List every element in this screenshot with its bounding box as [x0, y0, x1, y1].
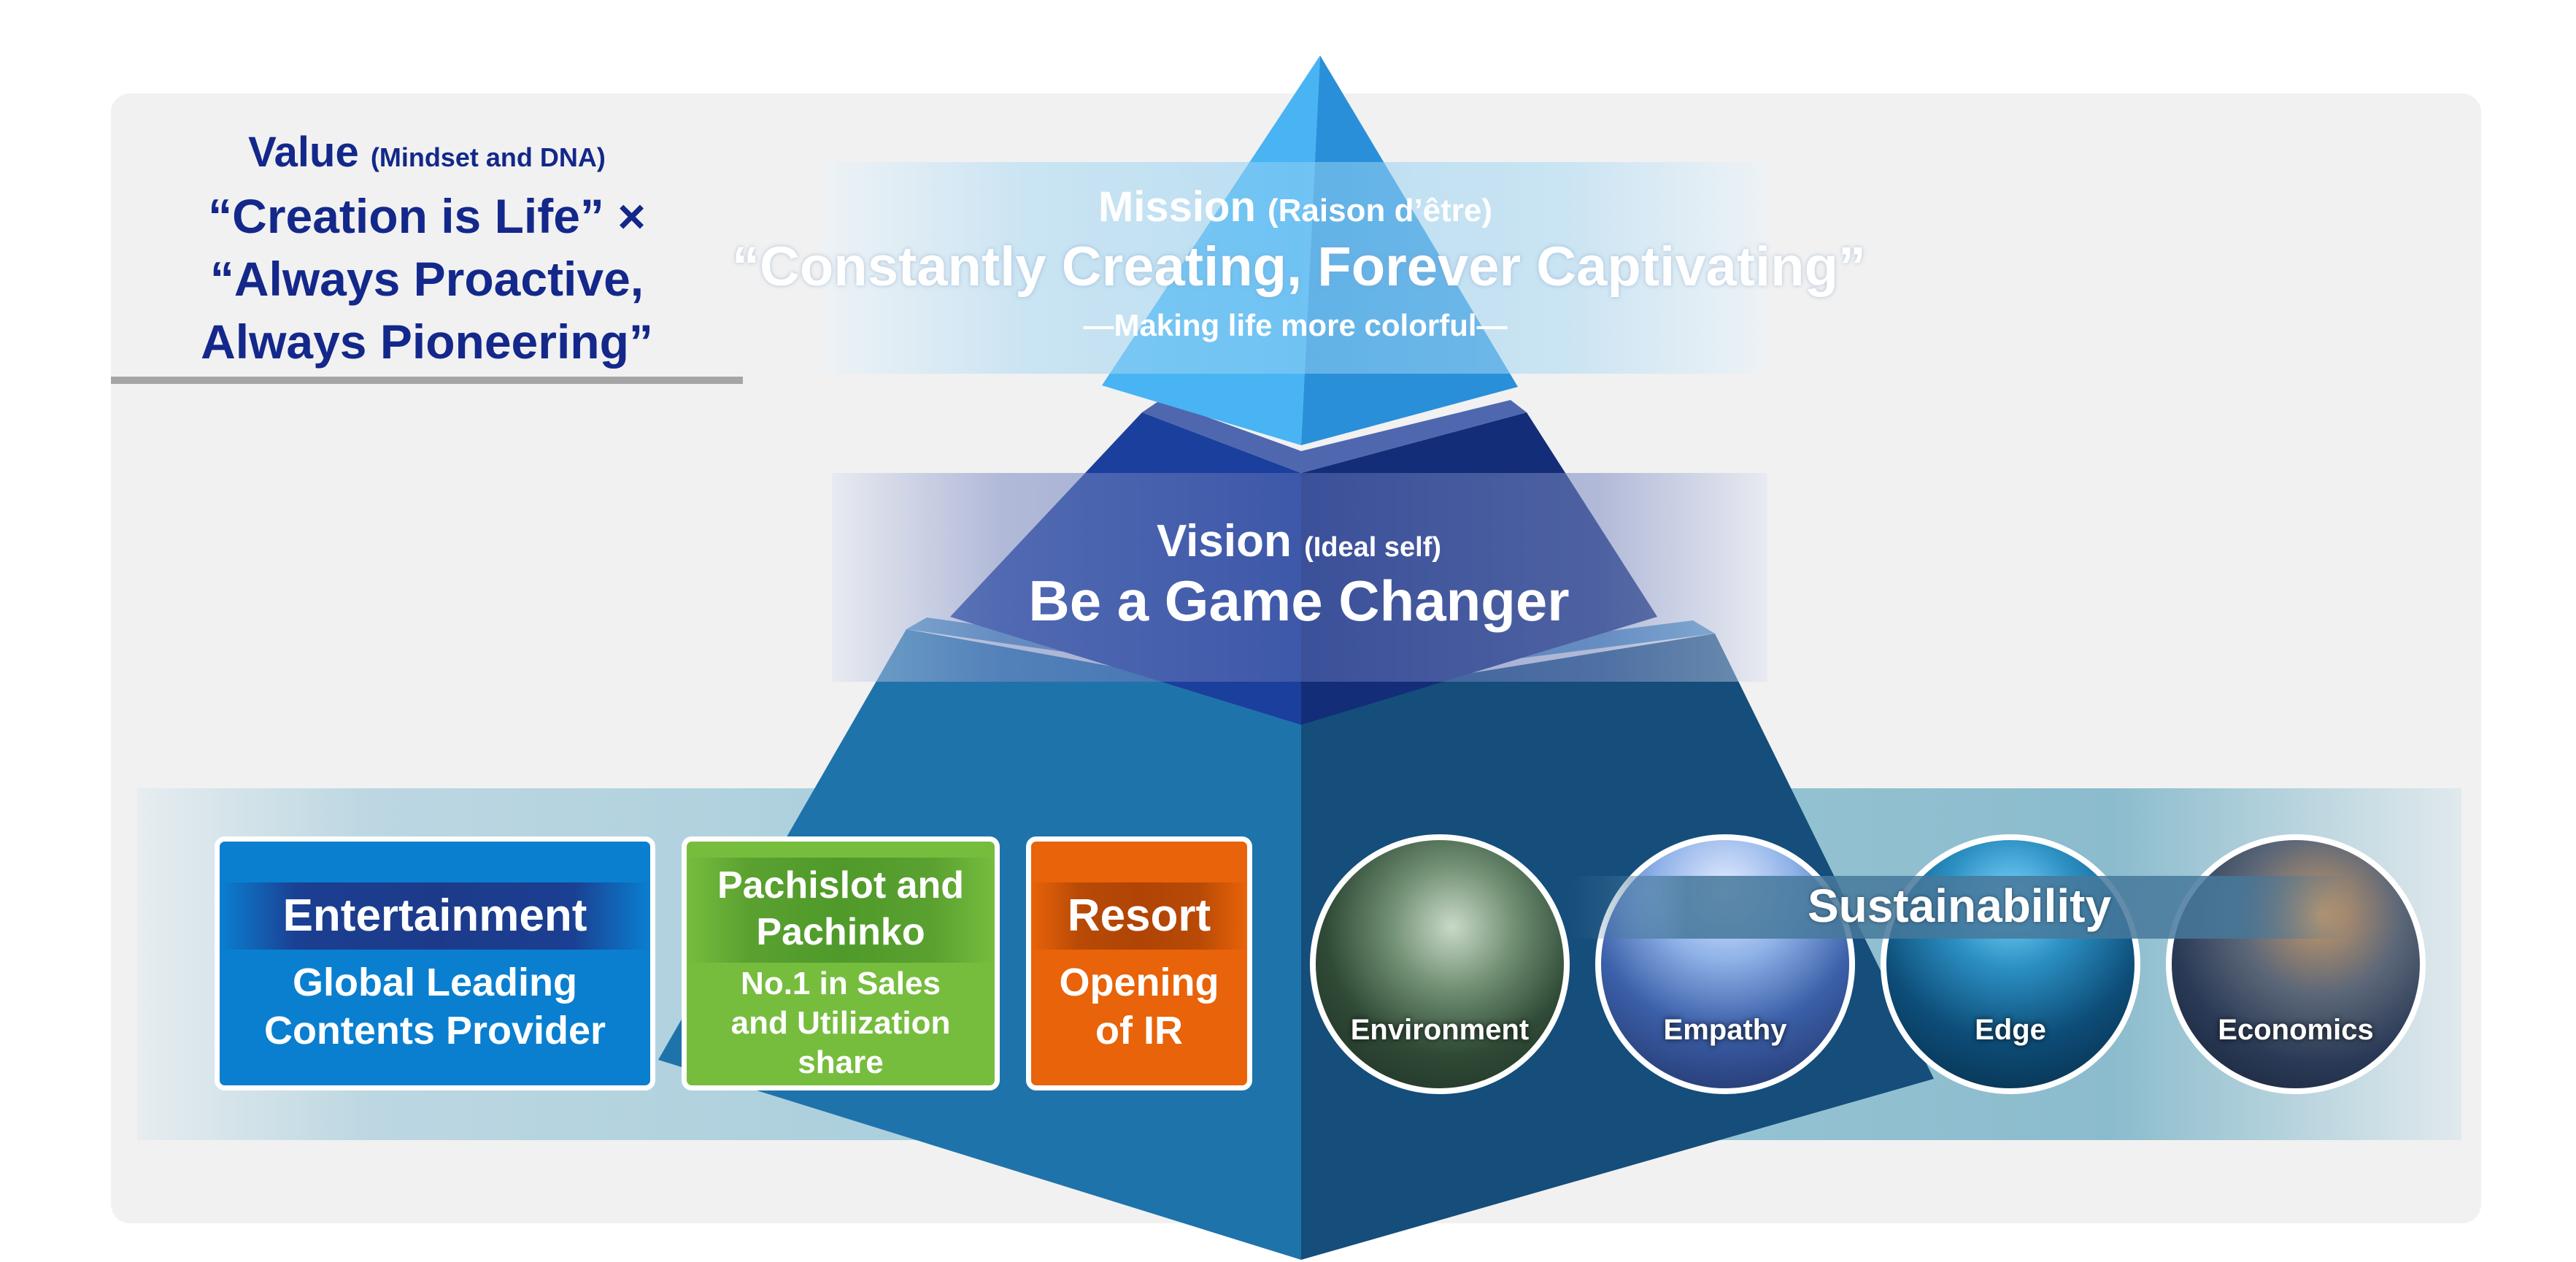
- vision-title-note: (Ideal self): [1304, 532, 1442, 563]
- value-title-note: (Mindset and DNA): [370, 142, 606, 172]
- value-heading: Value (Mindset and DNA): [111, 126, 743, 185]
- empathy-circle: Empathy: [1595, 834, 1855, 1094]
- pachislot-heading: Pachislot and Pachinko: [687, 858, 995, 963]
- entertainment-body-line-2: Contents Provider: [263, 1009, 606, 1053]
- edge-label: Edge: [1975, 1014, 2046, 1046]
- pachislot-heading-line-2: Pachinko: [756, 911, 925, 953]
- empathy-label: Empathy: [1663, 1014, 1787, 1046]
- resort-body-line-2: of IR: [1095, 1009, 1183, 1053]
- mission-statement: “Constantly Creating, Forever Captivatin…: [731, 236, 1867, 298]
- pachislot-box: Pachislot and Pachinko No.1 in Sales and…: [682, 836, 1000, 1090]
- economics-label: Economics: [2218, 1014, 2374, 1046]
- entertainment-box: Entertainment Global Leading Contents Pr…: [215, 836, 655, 1090]
- value-line-3: Always Pioneering”: [201, 315, 653, 369]
- vision-band: [832, 473, 1767, 682]
- mission-heading: Mission (Raison d’être): [825, 182, 1766, 231]
- value-title: Value: [248, 128, 359, 176]
- entertainment-heading: Entertainment: [220, 882, 650, 950]
- entertainment-body: Global Leading Contents Provider: [220, 958, 650, 1055]
- sustainability-bar: [1569, 876, 2350, 939]
- vision-title: Vision: [1156, 516, 1292, 566]
- value-line-1: “Creation is Life” ×: [208, 189, 646, 243]
- entertainment-body-line-1: Global Leading: [292, 961, 578, 1004]
- economics-circle: Economics: [2166, 834, 2426, 1094]
- vision-heading: Vision (Ideal self): [949, 515, 1649, 567]
- mission-band: [825, 162, 1766, 374]
- pachislot-body: No.1 in Sales and Utilization share: [687, 964, 995, 1082]
- mission-subtitle: —Making life more colorful—: [1083, 308, 1508, 342]
- vision-statement: Be a Game Changer: [1028, 569, 1570, 633]
- pyramid-middle-top-rim: [1142, 400, 1527, 473]
- edge-circle: Edge: [1881, 834, 2140, 1094]
- pachislot-heading-line-1: Pachislot and: [717, 864, 965, 907]
- resort-box: Resort Opening of IR: [1026, 836, 1252, 1090]
- value-block: Value (Mindset and DNA) “Creation is Lif…: [111, 126, 743, 373]
- pachislot-body-line-2: and Utilization: [730, 1005, 951, 1041]
- value-underline: [111, 377, 743, 384]
- pachislot-body-line-3: share: [798, 1044, 884, 1080]
- resort-body: Opening of IR: [1031, 958, 1247, 1055]
- resort-body-line-1: Opening: [1059, 961, 1219, 1004]
- mission-title-note: (Raison d’être): [1268, 193, 1493, 228]
- pachislot-body-line-1: No.1 in Sales: [741, 966, 941, 1001]
- environment-circle: Environment: [1310, 834, 1570, 1094]
- sustainability-title: Sustainability: [1807, 880, 2112, 932]
- mission-title: Mission: [1098, 183, 1256, 231]
- environment-label: Environment: [1350, 1014, 1530, 1046]
- resort-heading: Resort: [1031, 882, 1247, 950]
- value-line-2: “Always Proactive,: [209, 252, 644, 306]
